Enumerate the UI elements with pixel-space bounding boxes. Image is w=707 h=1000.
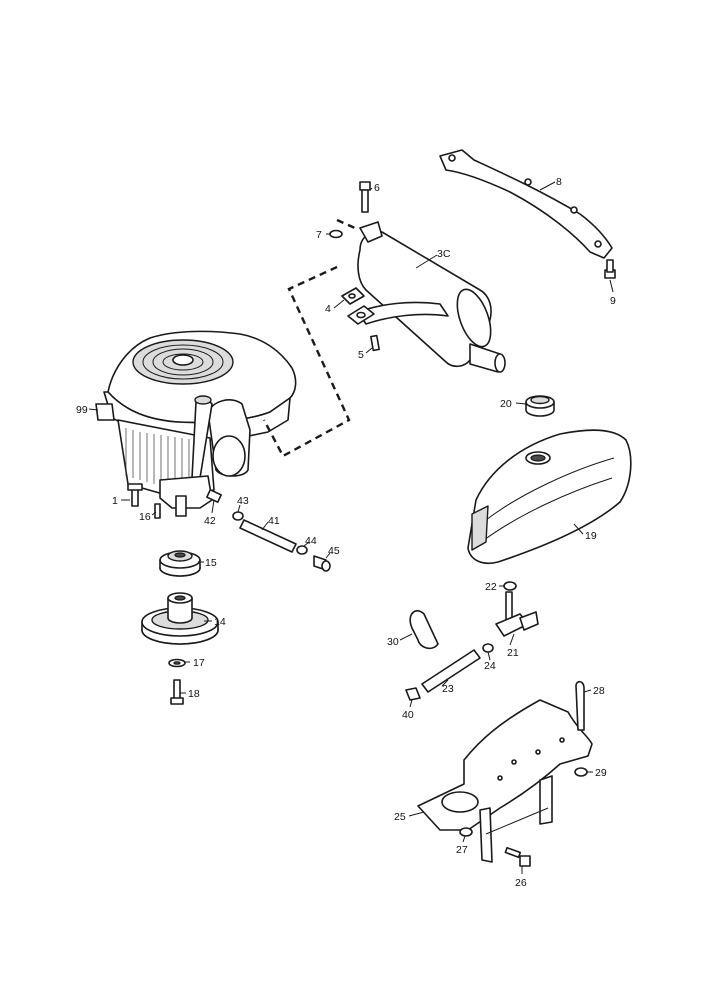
callout-28: 28 bbox=[593, 685, 605, 697]
assembly-link-dashed bbox=[262, 265, 351, 458]
callout-43: 43 bbox=[237, 495, 249, 507]
fuel-tank-19 bbox=[467, 429, 632, 564]
nut-27 bbox=[459, 827, 473, 837]
callout-15: 15 bbox=[205, 557, 217, 569]
bracket-8 bbox=[439, 149, 613, 259]
strap-30 bbox=[409, 610, 439, 650]
callout-labels: 99 1 16 15 14 17 18 42 43 41 44 45 3C 4 … bbox=[76, 176, 616, 889]
callout-17: 17 bbox=[193, 657, 205, 669]
callout-14: 14 bbox=[214, 616, 226, 628]
bolt-26 bbox=[504, 846, 531, 867]
fuel-line-41 bbox=[206, 489, 331, 572]
leader-lines bbox=[88, 181, 614, 874]
nut-29 bbox=[574, 767, 588, 777]
callout-24: 24 bbox=[484, 660, 496, 672]
callout-3c: 3C bbox=[437, 248, 451, 260]
fitting-40 bbox=[405, 687, 421, 701]
washer-7 bbox=[329, 229, 343, 239]
fuel-valve-21 bbox=[495, 591, 539, 637]
callout-42: 42 bbox=[204, 515, 216, 527]
pulley-14 bbox=[141, 592, 219, 645]
callout-4: 4 bbox=[325, 303, 331, 315]
callout-25: 25 bbox=[394, 811, 406, 823]
pulley-15 bbox=[159, 550, 201, 577]
callout-23: 23 bbox=[442, 683, 454, 695]
callout-16: 16 bbox=[139, 511, 151, 523]
callout-21: 21 bbox=[507, 647, 519, 659]
bolt-6 bbox=[359, 181, 371, 213]
callout-30: 30 bbox=[387, 636, 399, 648]
bolt-9 bbox=[604, 259, 616, 279]
callout-5: 5 bbox=[358, 349, 364, 361]
fuel-cap-20 bbox=[525, 395, 555, 417]
base-plate-25 bbox=[417, 699, 593, 863]
callout-45: 45 bbox=[328, 545, 340, 557]
callout-40: 40 bbox=[402, 709, 414, 721]
callout-99: 99 bbox=[76, 404, 88, 416]
callout-44: 44 bbox=[305, 535, 317, 547]
bolt-18 bbox=[170, 679, 184, 705]
bolt-5 bbox=[370, 334, 380, 352]
grommet-22 bbox=[503, 581, 517, 591]
callout-1: 1 bbox=[112, 495, 118, 507]
hook-28 bbox=[575, 680, 585, 731]
callout-9: 9 bbox=[610, 295, 616, 307]
callout-20: 20 bbox=[500, 398, 512, 410]
callout-19: 19 bbox=[585, 530, 597, 542]
callout-41: 41 bbox=[268, 515, 280, 527]
engine-assembly bbox=[95, 330, 297, 519]
callout-26: 26 bbox=[515, 877, 527, 889]
callout-8: 8 bbox=[556, 176, 562, 188]
fuel-hose-23 bbox=[421, 649, 481, 693]
callout-27: 27 bbox=[456, 844, 468, 856]
callout-7: 7 bbox=[316, 229, 322, 241]
callout-18: 18 bbox=[188, 688, 200, 700]
callout-29: 29 bbox=[595, 767, 607, 779]
callout-22: 22 bbox=[485, 581, 497, 593]
callout-6: 6 bbox=[374, 182, 380, 194]
muffler-3c bbox=[357, 221, 506, 373]
